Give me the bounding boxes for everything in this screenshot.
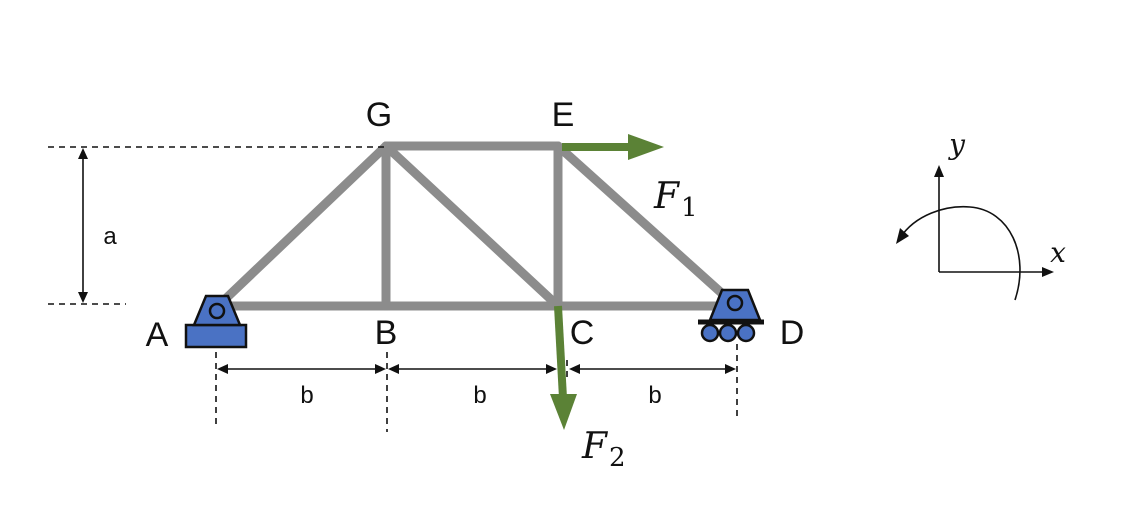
- member-AG: [213, 141, 391, 311]
- node-label-C: C: [570, 314, 595, 352]
- force-f1-symbol: F: [653, 176, 681, 217]
- node-label-E: E: [552, 96, 575, 134]
- force-f1-subscript: 1: [681, 193, 698, 223]
- node-label-D: D: [780, 314, 805, 352]
- force-f1-arrow: [562, 134, 664, 160]
- coordinate-axes: [896, 165, 1054, 301]
- force-label-f1: F1: [653, 176, 698, 223]
- force-label-f2: F2: [581, 426, 626, 473]
- span-label-b-3: b: [648, 382, 661, 409]
- truss-members: [213, 141, 741, 311]
- force-f2-arrow: [550, 305, 577, 430]
- span-label-b-2: b: [473, 382, 486, 409]
- height-label-a: a: [103, 223, 117, 250]
- span-dimensions: [215, 344, 738, 432]
- member-ED: [553, 141, 741, 311]
- axis-label-x: x: [1050, 236, 1066, 269]
- pin-support-A: [184, 294, 248, 349]
- span-label-b-1: b: [300, 382, 313, 409]
- node-label-A: A: [146, 316, 169, 354]
- node-label-G: G: [366, 96, 392, 134]
- height-dimension: [48, 146, 386, 305]
- member-GC: [381, 141, 563, 311]
- axis-label-y: y: [947, 128, 966, 161]
- force-f2-symbol: F: [581, 426, 609, 467]
- node-label-B: B: [375, 314, 398, 352]
- roller-support-D: [698, 288, 764, 343]
- force-f2-subscript: 2: [609, 443, 626, 473]
- rotation-arc: [899, 205, 1021, 301]
